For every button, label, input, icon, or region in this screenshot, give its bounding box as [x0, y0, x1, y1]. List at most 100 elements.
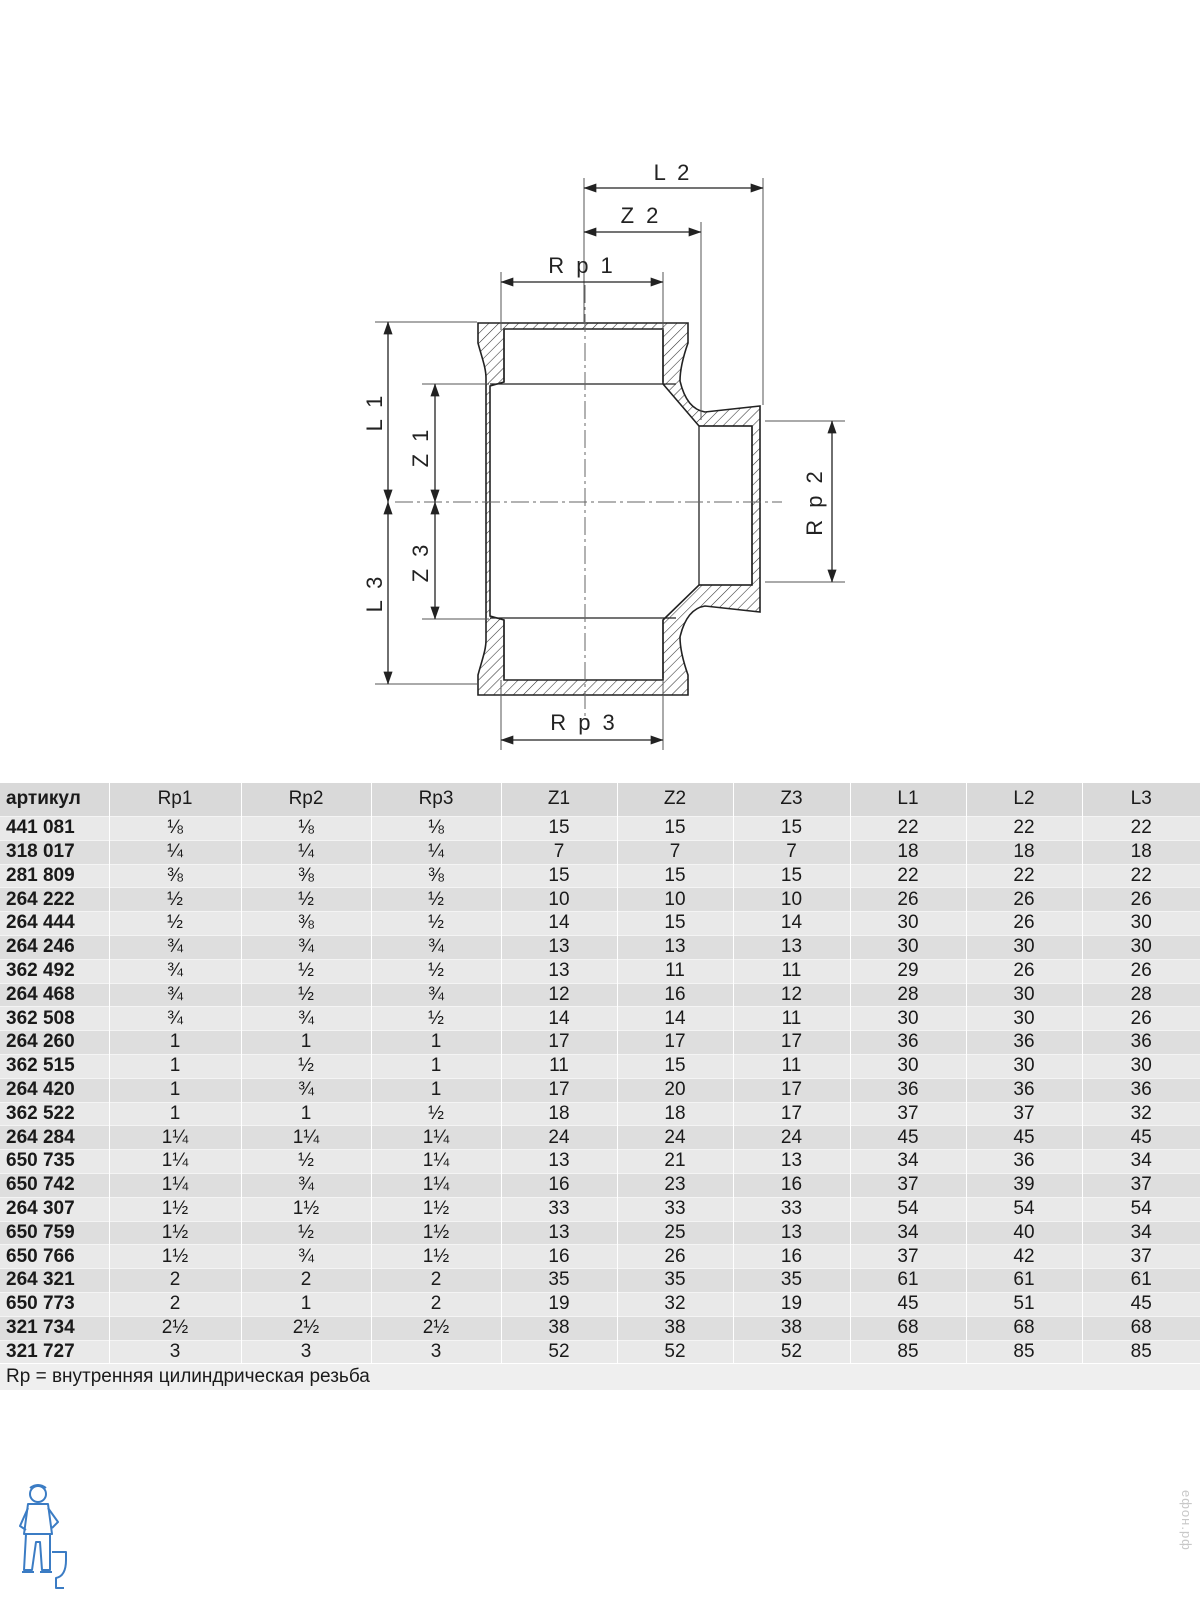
table-cell: 54: [1081, 1196, 1200, 1222]
table-cell: 26: [849, 887, 966, 912]
table-cell: 26: [1081, 1006, 1200, 1031]
table-cell: 24: [500, 1125, 617, 1150]
label-z1: Z 1: [408, 427, 433, 468]
table-cell: 15: [500, 816, 617, 841]
table-cell: 3: [108, 1339, 241, 1364]
table-cell: 28: [1081, 982, 1200, 1007]
table-cell: 11: [732, 1053, 850, 1079]
article-cell: 362 508: [0, 1006, 109, 1031]
table-cell: 45: [965, 1125, 1082, 1150]
table-cell: 26: [965, 958, 1082, 984]
table-cell: 22: [965, 863, 1082, 888]
table-cell: 1¼: [108, 1172, 241, 1198]
article-cell: 281 809: [0, 863, 109, 888]
table-cell: 45: [849, 1291, 966, 1317]
article-cell: 318 017: [0, 839, 109, 865]
table-cell: 1: [370, 1030, 501, 1055]
table-cell: 17: [616, 1030, 733, 1055]
table-cell: 7: [732, 839, 850, 865]
table-cell: ½: [370, 1101, 501, 1126]
table-cell: 20: [616, 1077, 733, 1103]
table-cell: 33: [500, 1196, 617, 1222]
article-cell: 264 246: [0, 934, 109, 960]
table-cell: 85: [1081, 1339, 1200, 1364]
table-cell: ½: [370, 911, 501, 936]
table-cell: 1¼: [108, 1149, 241, 1174]
article-cell: 650 735: [0, 1149, 109, 1174]
table-cell: 13: [732, 934, 850, 960]
table-cell: 28: [849, 982, 966, 1007]
table-cell: 37: [1081, 1244, 1200, 1269]
article-cell: 650 742: [0, 1172, 109, 1198]
table-cell: 17: [500, 1030, 617, 1055]
table-cell: 45: [1081, 1291, 1200, 1317]
label-rp3: R p 3: [550, 710, 618, 735]
table-cell: 61: [1081, 1268, 1200, 1293]
table-cell: 30: [965, 934, 1082, 960]
article-cell: 264 222: [0, 887, 109, 912]
table-cell: 29: [849, 958, 966, 984]
table-cell: ⅛: [108, 816, 241, 841]
table-cell: 22: [849, 863, 966, 888]
table-cell: 38: [500, 1315, 617, 1341]
table-cell: 1½: [108, 1196, 241, 1222]
table-cell: ¾: [240, 1006, 371, 1031]
table-cell: 1: [108, 1077, 241, 1103]
table-cell: ¾: [240, 1172, 371, 1198]
label-rp2: R p 2: [802, 468, 827, 536]
table-cell: 54: [849, 1196, 966, 1222]
article-cell: 264 444: [0, 911, 109, 936]
table-cell: 1½: [108, 1220, 241, 1245]
table-cell: 1: [240, 1030, 371, 1055]
table-cell: 42: [965, 1244, 1082, 1269]
table-cell: 30: [849, 1006, 966, 1031]
table-cell: 18: [616, 1101, 733, 1126]
table-cell: 12: [732, 982, 850, 1007]
table-cell: 3: [370, 1339, 501, 1364]
table-cell: 13: [732, 1149, 850, 1174]
column-header: L2: [965, 783, 1082, 817]
label-rp1: R p 1: [548, 253, 616, 278]
table-cell: 16: [732, 1244, 850, 1269]
table-cell: 1: [108, 1030, 241, 1055]
table-cell: 13: [616, 934, 733, 960]
table-cell: 7: [616, 839, 733, 865]
article-cell: 321 734: [0, 1315, 109, 1341]
table-cell: 2: [108, 1268, 241, 1293]
table-cell: 2: [240, 1268, 371, 1293]
column-header: Z3: [732, 783, 850, 817]
table-cell: 1½: [240, 1196, 371, 1222]
table-cell: 85: [849, 1339, 966, 1364]
table-cell: 1¼: [370, 1125, 501, 1150]
table-cell: 19: [732, 1291, 850, 1317]
table-cell: ¾: [108, 982, 241, 1007]
table-cell: 36: [965, 1077, 1082, 1103]
table-cell: 15: [616, 816, 733, 841]
table-cell: 1: [240, 1291, 371, 1317]
table-cell: 17: [732, 1077, 850, 1103]
table-cell: 23: [616, 1172, 733, 1198]
table-cell: ¾: [108, 958, 241, 984]
table-cell: 30: [1081, 934, 1200, 960]
table-cell: 2: [108, 1291, 241, 1317]
table-cell: ¾: [108, 934, 241, 960]
table-cell: 13: [500, 1220, 617, 1245]
article-cell: 264 420: [0, 1077, 109, 1103]
table-cell: 34: [849, 1220, 966, 1245]
table-cell: 19: [500, 1291, 617, 1317]
table-cell: 36: [849, 1030, 966, 1055]
article-cell: 264 307: [0, 1196, 109, 1222]
table-cell: 32: [616, 1291, 733, 1317]
